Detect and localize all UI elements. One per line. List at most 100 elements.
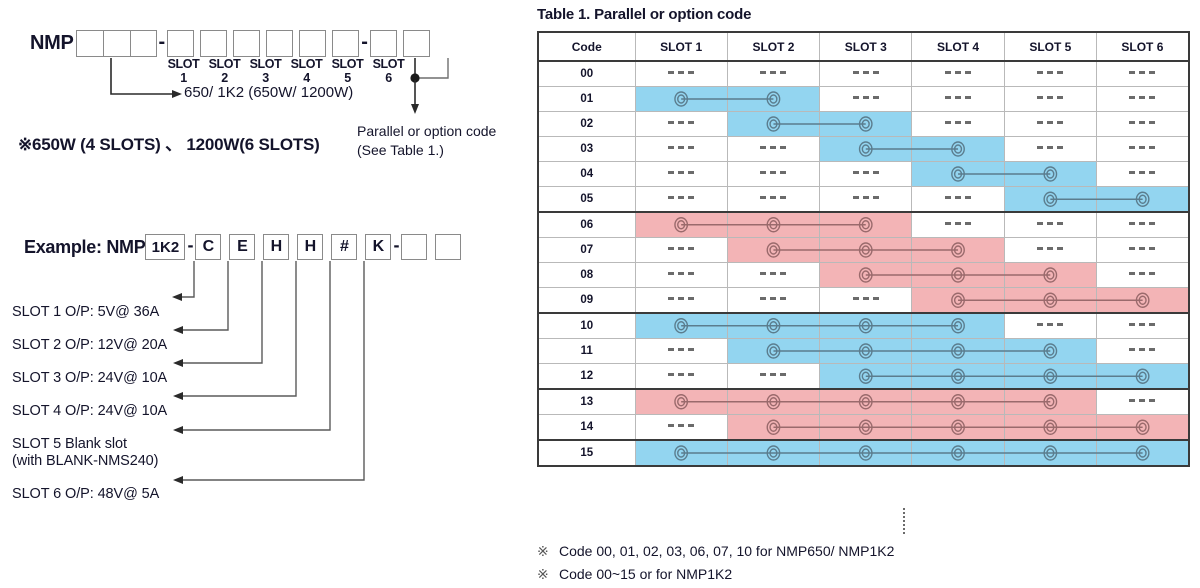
cell-slot-2 — [726, 186, 821, 213]
cell-slot-6 — [1095, 338, 1190, 364]
cell-slot-6 — [1095, 312, 1190, 339]
empty-marker — [852, 96, 879, 100]
table-row: 07 — [537, 237, 1190, 263]
cell-slot-2 — [726, 161, 821, 187]
cell-slot-5 — [1003, 312, 1097, 339]
cell-slot-5 — [1003, 388, 1097, 415]
cell-slot-2 — [726, 338, 821, 364]
cell-slot-3 — [819, 161, 913, 187]
header-slot-6: SLOT 6 — [1095, 31, 1190, 62]
empty-marker — [668, 247, 695, 251]
empty-marker — [668, 348, 695, 352]
model-separator-2: - — [361, 30, 368, 53]
cell-slot-6 — [1095, 111, 1190, 137]
empty-marker — [668, 146, 695, 150]
empty-marker — [760, 272, 787, 276]
table-row: 01 — [537, 86, 1190, 112]
slot-box-5[interactable] — [299, 30, 327, 57]
cell-slot-5 — [1003, 60, 1097, 87]
cell-slot-3 — [819, 363, 913, 390]
cell-slot-1 — [634, 363, 728, 390]
cell-slot-4 — [911, 439, 1005, 467]
empty-marker — [852, 71, 879, 75]
cell-slot-6 — [1095, 86, 1190, 112]
example-box-slot2[interactable]: E — [229, 234, 256, 260]
cell-code: 13 — [537, 388, 636, 415]
option-code-callout-line2: (See Table 1.) — [357, 141, 444, 158]
series-box-3[interactable] — [129, 30, 157, 57]
slot-label-1: SLOT 1 — [167, 57, 200, 85]
option-box-2[interactable] — [402, 30, 430, 57]
example-model-row: Example: NMP 1K2 - C E H H # K - — [24, 234, 462, 260]
empty-marker — [668, 121, 695, 125]
example-box-series[interactable]: 1K2 — [145, 234, 186, 260]
example-box-slot1[interactable]: C — [195, 234, 222, 260]
cell-code: 01 — [537, 86, 636, 112]
slot-box-3[interactable] — [233, 30, 261, 57]
table-row: 15 — [537, 439, 1190, 467]
cell-slot-1 — [634, 211, 728, 238]
empty-marker — [852, 297, 879, 301]
empty-marker — [1129, 71, 1156, 75]
footnote-1: ※Code 00, 01, 02, 03, 06, 07, 10 for NMP… — [537, 540, 894, 563]
cell-slot-5 — [1003, 363, 1097, 390]
cell-slot-5 — [1003, 136, 1097, 162]
empty-marker — [1037, 121, 1064, 125]
example-option-box-2[interactable] — [435, 234, 462, 260]
cell-slot-3 — [819, 262, 913, 288]
cell-slot-1 — [634, 237, 728, 263]
model-coding-panel: NMP - - SLOT 1 SLOT 2 SLOT 3 SLOT 4 SLOT… — [0, 0, 530, 588]
empty-marker — [668, 424, 695, 428]
example-slot5-description: SLOT 5 Blank slot — [12, 436, 127, 452]
cell-slot-3 — [819, 312, 913, 339]
series-box-1[interactable] — [75, 30, 103, 57]
cell-slot-2 — [726, 237, 821, 263]
cell-slot-4 — [911, 262, 1005, 288]
cell-slot-1 — [634, 60, 728, 87]
empty-marker — [668, 373, 695, 377]
example-box-slot4[interactable]: H — [297, 234, 324, 260]
slot-label-2: SLOT 2 — [208, 57, 241, 85]
table-row: 06 — [537, 211, 1190, 238]
example-box-slot3[interactable]: H — [263, 234, 290, 260]
option-box-1[interactable] — [369, 30, 397, 57]
table-row: 14 — [537, 414, 1190, 441]
header-slot-2: SLOT 2 — [726, 31, 821, 62]
parallel-option-code-table: Code SLOT 1 SLOT 2 SLOT 3 SLOT 4 SLOT 5 … — [537, 31, 1190, 467]
cell-slot-6 — [1095, 237, 1190, 263]
cell-slot-3 — [819, 439, 913, 467]
cell-slot-6 — [1095, 262, 1190, 288]
cell-slot-2 — [726, 211, 821, 238]
slot-box-2[interactable] — [200, 30, 228, 57]
cell-slot-2 — [726, 262, 821, 288]
cell-slot-3 — [819, 287, 913, 314]
empty-marker — [1037, 71, 1064, 75]
cell-slot-4 — [911, 237, 1005, 263]
cell-slot-4 — [911, 86, 1005, 112]
empty-marker — [1037, 323, 1064, 327]
slot-box-4[interactable] — [266, 30, 294, 57]
slot-box-1[interactable] — [167, 30, 195, 57]
cell-slot-6 — [1095, 186, 1190, 213]
example-slot4-description: SLOT 4 O/P: 24V@ 10A — [12, 403, 168, 419]
cell-slot-4 — [911, 338, 1005, 364]
empty-marker — [760, 297, 787, 301]
empty-marker — [1129, 348, 1156, 352]
slot-box-6[interactable] — [332, 30, 360, 57]
empty-marker — [1129, 171, 1156, 175]
empty-marker — [760, 196, 787, 200]
slot-label-3: SLOT 3 — [249, 57, 282, 85]
example-box-slot5[interactable]: # — [331, 234, 358, 260]
cell-slot-3 — [819, 237, 913, 263]
cell-slot-5 — [1003, 262, 1097, 288]
header-code: Code — [537, 31, 636, 62]
example-option-box-1[interactable] — [401, 234, 428, 260]
series-box-2[interactable] — [102, 30, 130, 57]
cell-slot-3 — [819, 211, 913, 238]
empty-marker — [1129, 121, 1156, 125]
cell-slot-2 — [726, 111, 821, 137]
empty-marker — [1129, 272, 1156, 276]
example-box-slot6[interactable]: K — [365, 234, 392, 260]
cell-slot-2 — [726, 136, 821, 162]
